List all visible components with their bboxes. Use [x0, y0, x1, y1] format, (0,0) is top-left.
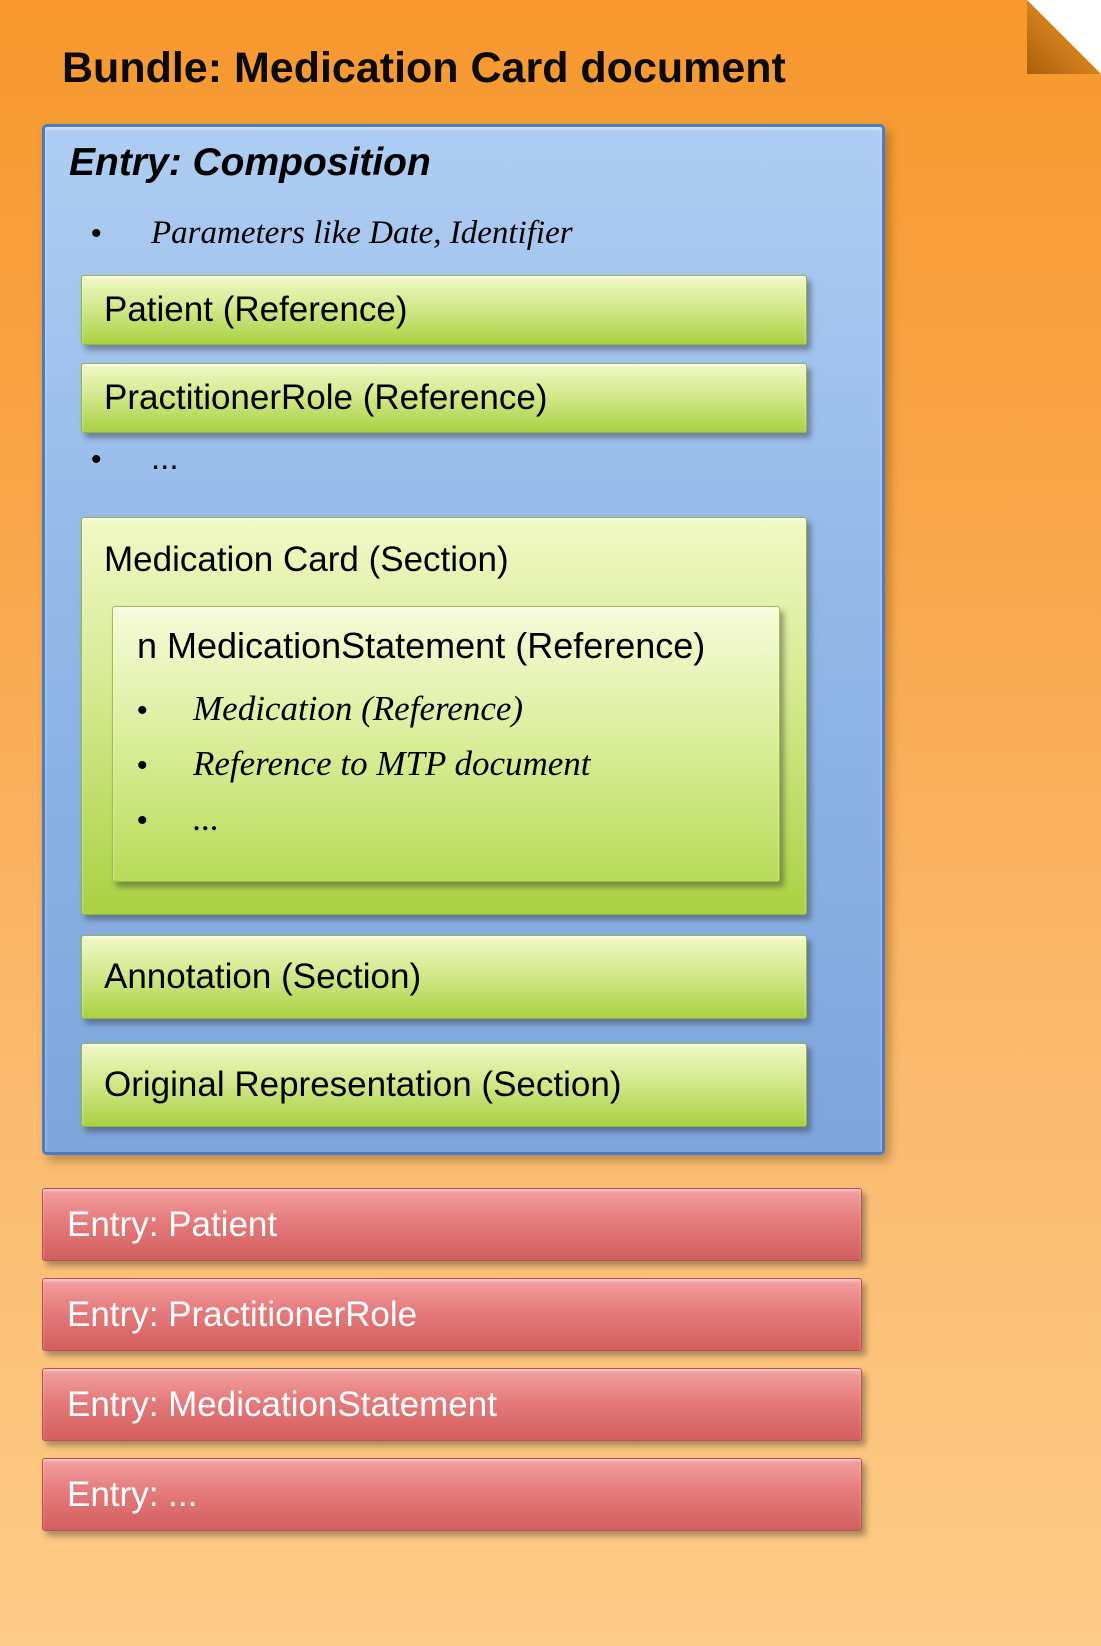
bullet-parameters-label: Parameters like Date, Identifier	[151, 215, 573, 251]
bullet-icon: •	[91, 217, 102, 250]
entry-medicationstatement-box: Entry: MedicationStatement	[42, 1368, 862, 1441]
bundle-title: Bundle: Medication Card document	[62, 44, 786, 92]
entry-patient-box: Entry: Patient	[42, 1188, 862, 1261]
original-representation-section-box: Original Representation (Section)	[81, 1043, 807, 1127]
original-representation-section-label: Original Representation (Section)	[104, 1065, 622, 1104]
bullet-statement-ellipsis: • ...	[137, 799, 591, 839]
patient-reference-label: Patient (Reference)	[104, 290, 408, 329]
patient-reference-box: Patient (Reference)	[81, 275, 807, 345]
bullet-mtp-reference: • Reference to MTP document	[137, 744, 591, 784]
composition-title: Entry: Composition	[69, 141, 431, 184]
bullet-icon: •	[137, 694, 148, 727]
medicationstatement-reference-box: n MedicationStatement (Reference) • Medi…	[112, 606, 780, 882]
bullet-medication-reference-label: Medication (Reference)	[193, 689, 524, 728]
bullet-statement-ellipsis-label: ...	[193, 799, 220, 838]
medication-card-section-box: Medication Card (Section) n MedicationSt…	[81, 517, 807, 915]
annotation-section-box: Annotation (Section)	[81, 935, 807, 1019]
bullet-icon: •	[137, 804, 148, 837]
medicationstatement-bullet-list: • Medication (Reference) • Reference to …	[137, 689, 591, 839]
entry-patient-label: Entry: Patient	[67, 1204, 278, 1244]
composition-box: Entry: Composition • Parameters like Dat…	[42, 124, 885, 1155]
entry-practitionerrole-box: Entry: PractitionerRole	[42, 1278, 862, 1351]
bullet-parameters: • Parameters like Date, Identifier	[91, 215, 573, 252]
bullet-medication-reference: • Medication (Reference)	[137, 689, 591, 729]
bullet-ellipsis: • ...	[91, 439, 179, 477]
practitionerrole-reference-box: PractitionerRole (Reference)	[81, 363, 807, 433]
bullet-icon: •	[137, 749, 148, 782]
annotation-section-label: Annotation (Section)	[104, 957, 422, 996]
entry-medicationstatement-label: Entry: MedicationStatement	[67, 1384, 497, 1424]
entry-practitionerrole-label: Entry: PractitionerRole	[67, 1294, 418, 1334]
medicationstatement-reference-title: n MedicationStatement (Reference)	[137, 625, 706, 666]
bullet-icon: •	[91, 443, 102, 476]
practitionerrole-reference-label: PractitionerRole (Reference)	[104, 378, 548, 417]
bullet-mtp-reference-label: Reference to MTP document	[193, 744, 591, 783]
bullet-ellipsis-label: ...	[151, 439, 179, 476]
medication-card-section-title: Medication Card (Section)	[104, 540, 509, 579]
entry-more-box: Entry: ...	[42, 1458, 862, 1531]
entry-more-label: Entry: ...	[67, 1474, 198, 1514]
